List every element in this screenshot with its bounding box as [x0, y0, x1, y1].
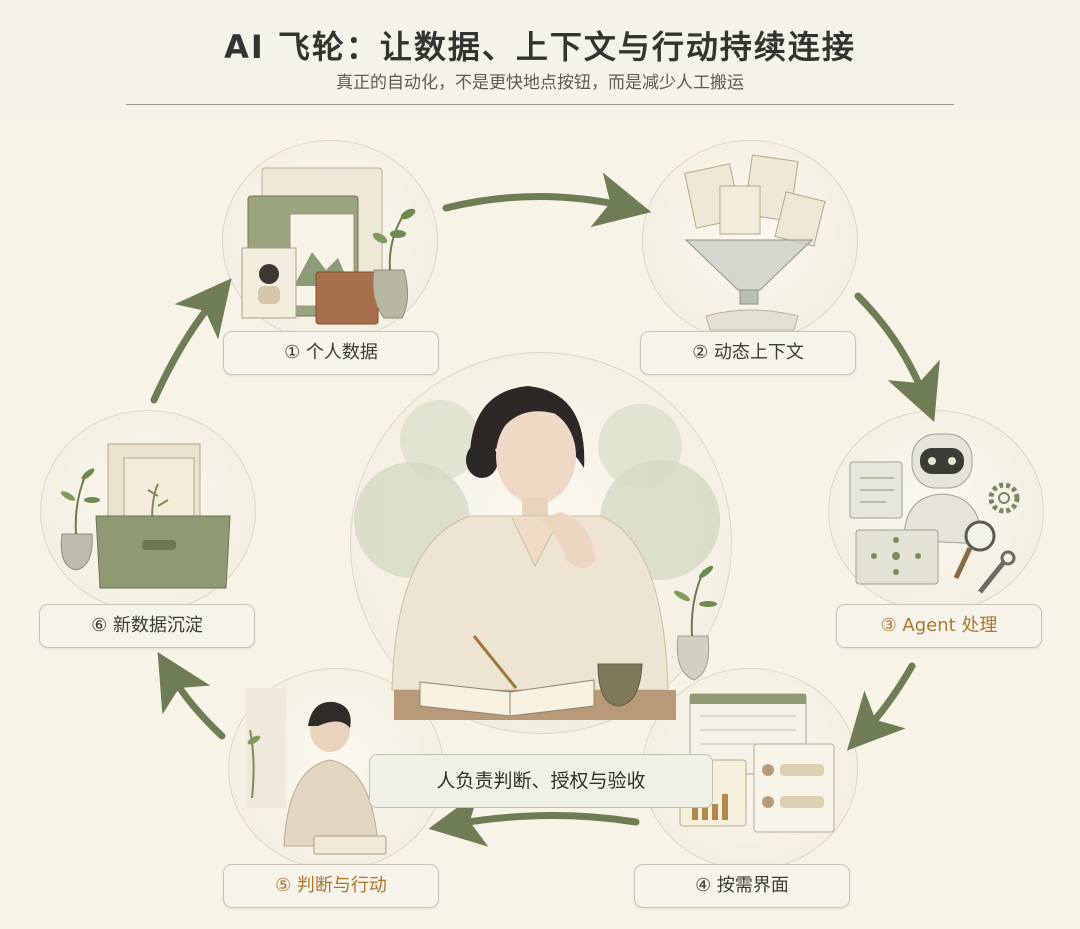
potted-plant-icon	[674, 565, 717, 681]
folder-stack-icon	[241, 167, 383, 325]
step-1-label[interactable]: ① 个人数据	[223, 331, 439, 375]
plant-vase-icon	[372, 208, 416, 319]
woman-writing-icon	[391, 386, 676, 720]
header: AI 飞轮：让数据、上下文与行动持续连接 真正的自动化，不是更快地点按钮，而是减…	[0, 0, 1080, 120]
magnifier-icon	[953, 520, 996, 580]
header-divider	[126, 104, 954, 105]
archive-box-icon	[95, 443, 231, 589]
gear-icon	[988, 482, 1020, 514]
step-3-label[interactable]: ③ Agent 处理	[836, 604, 1042, 648]
step-5-label[interactable]: ⑤ 判断与行动	[223, 864, 439, 908]
arrow-1-to-2	[442, 172, 652, 228]
arrow-2-to-3	[854, 292, 940, 423]
step-2-label[interactable]: ② 动态上下文	[640, 331, 856, 375]
dashboard-icon	[679, 693, 835, 833]
step-6-label[interactable]: ⑥ 新数据沉淀	[39, 604, 255, 648]
page-title: AI 飞轮：让数据、上下文与行动持续连接	[224, 28, 856, 66]
person-thinking-icon	[246, 688, 387, 855]
center-role-label: 人负责判断、授权与验收	[369, 754, 713, 808]
arrow-6-to-1	[150, 278, 232, 404]
robot-icon	[849, 433, 983, 585]
arrow-3-to-4	[847, 662, 916, 751]
plant-pot-icon	[60, 468, 100, 571]
funnel-icon	[684, 154, 826, 331]
page-subtitle: 真正的自动化，不是更快地点按钮，而是减少人工搬运	[336, 73, 744, 93]
wrench-icon	[978, 550, 1016, 594]
arrow-5-to-6	[157, 651, 226, 740]
step-4-label[interactable]: ④ 按需界面	[634, 864, 850, 908]
arrow-4-to-5	[428, 791, 640, 847]
